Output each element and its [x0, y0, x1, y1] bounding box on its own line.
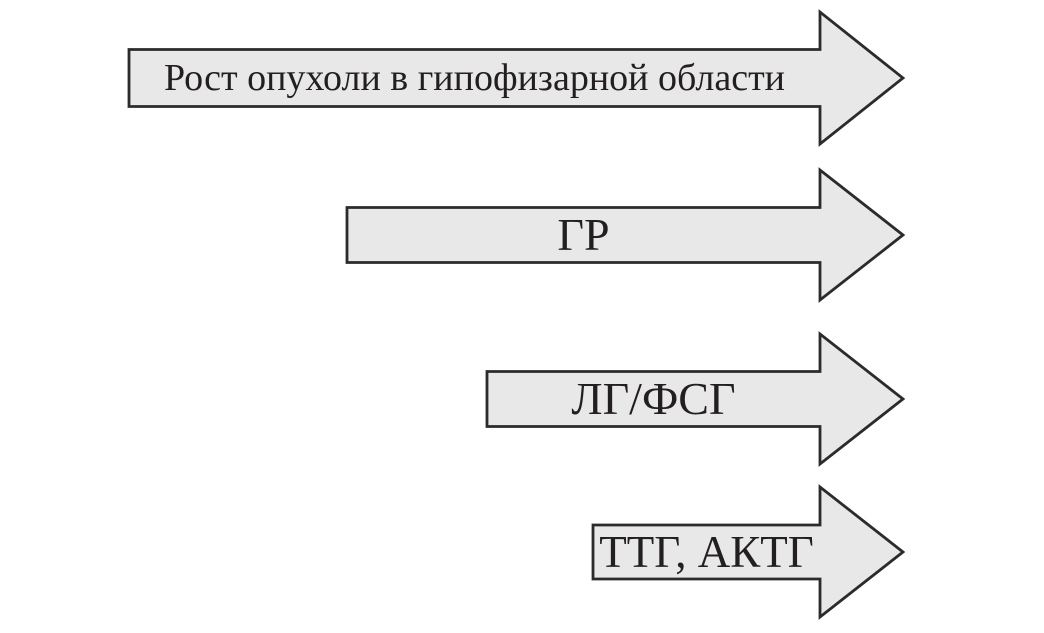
block-arrow-shape	[345, 167, 906, 303]
block-arrow-shape	[591, 484, 906, 620]
block-arrow-shape	[127, 9, 906, 147]
block-arrow-shape	[485, 331, 906, 467]
